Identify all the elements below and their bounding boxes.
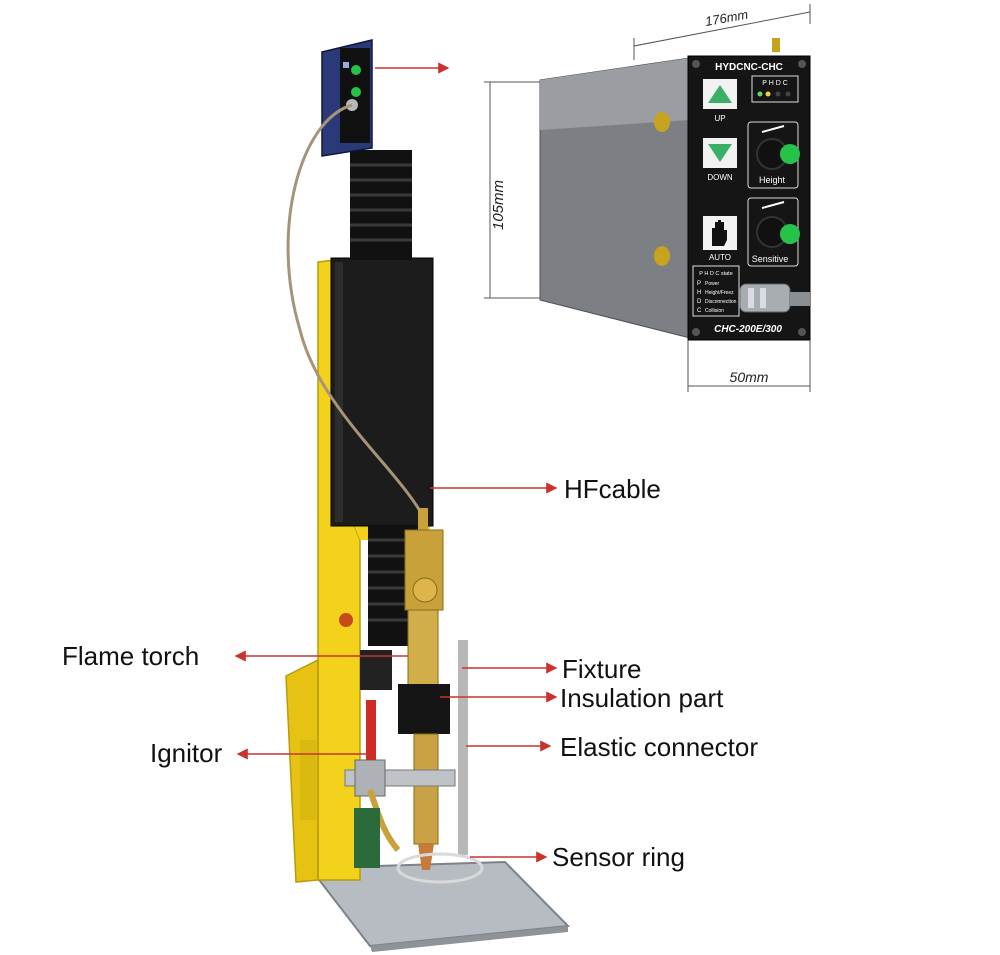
led-p: [757, 91, 763, 97]
state-item-collision: Collision: [705, 308, 724, 314]
state-letter-d: D: [697, 299, 702, 305]
state-item-height: Height/Freez: [705, 290, 734, 296]
state-letter-h: H: [697, 290, 701, 296]
led-h: [765, 91, 771, 97]
hand-icon: [712, 220, 727, 246]
cable-connector: [739, 283, 810, 313]
state-letter-p: P: [697, 281, 701, 287]
callout-fixture: Fixture: [562, 654, 642, 684]
torch-assembly: [339, 508, 484, 884]
led-d: [775, 91, 781, 97]
callout-sensor-ring: Sensor ring: [552, 842, 685, 872]
upper-bellows: [350, 150, 412, 260]
dimension-height-line: [484, 81, 540, 299]
dim-depth-label: 50mm: [730, 369, 769, 385]
state-legend: [692, 265, 740, 317]
up-label: UP: [714, 114, 725, 123]
callout-elastic-connector: Elastic connector: [560, 732, 758, 762]
state-title: P H D C state: [699, 271, 733, 277]
panel-brand: HYDCNC-CHC: [715, 62, 783, 73]
indicator-title: P H D C: [762, 80, 788, 87]
callout-insulation-part: Insulation part: [560, 683, 724, 713]
height-label: Height: [759, 175, 786, 185]
down-arrow-icon: [708, 144, 732, 162]
state-letter-c: C: [697, 308, 702, 314]
state-item-power: Power: [705, 281, 720, 287]
callout-ignitor: Ignitor: [150, 738, 223, 768]
mini-control-box: [321, 39, 373, 157]
auto-label: AUTO: [709, 253, 731, 262]
sensitive-label: Sensitive: [752, 254, 789, 264]
dim-width-label: 176mm: [704, 7, 749, 29]
dim-height-label: 105mm: [490, 180, 507, 230]
callout-hf-cable: HFcable: [564, 474, 661, 504]
dimension-depth-line: [687, 340, 811, 392]
dimension-width-line: [633, 4, 811, 60]
control-panel-detail: HYDCNC-CHC P H D C UP DOWN AUTO Height S…: [484, 4, 811, 392]
led-c: [785, 91, 791, 97]
hf-cable: [286, 103, 427, 521]
down-label: DOWN: [707, 173, 733, 182]
panel-model: CHC-200E/300: [714, 324, 782, 335]
callout-flame-torch: Flame torch: [62, 641, 200, 671]
up-arrow-icon: [708, 85, 732, 103]
state-item-disconnection: Disconnection: [705, 299, 737, 305]
